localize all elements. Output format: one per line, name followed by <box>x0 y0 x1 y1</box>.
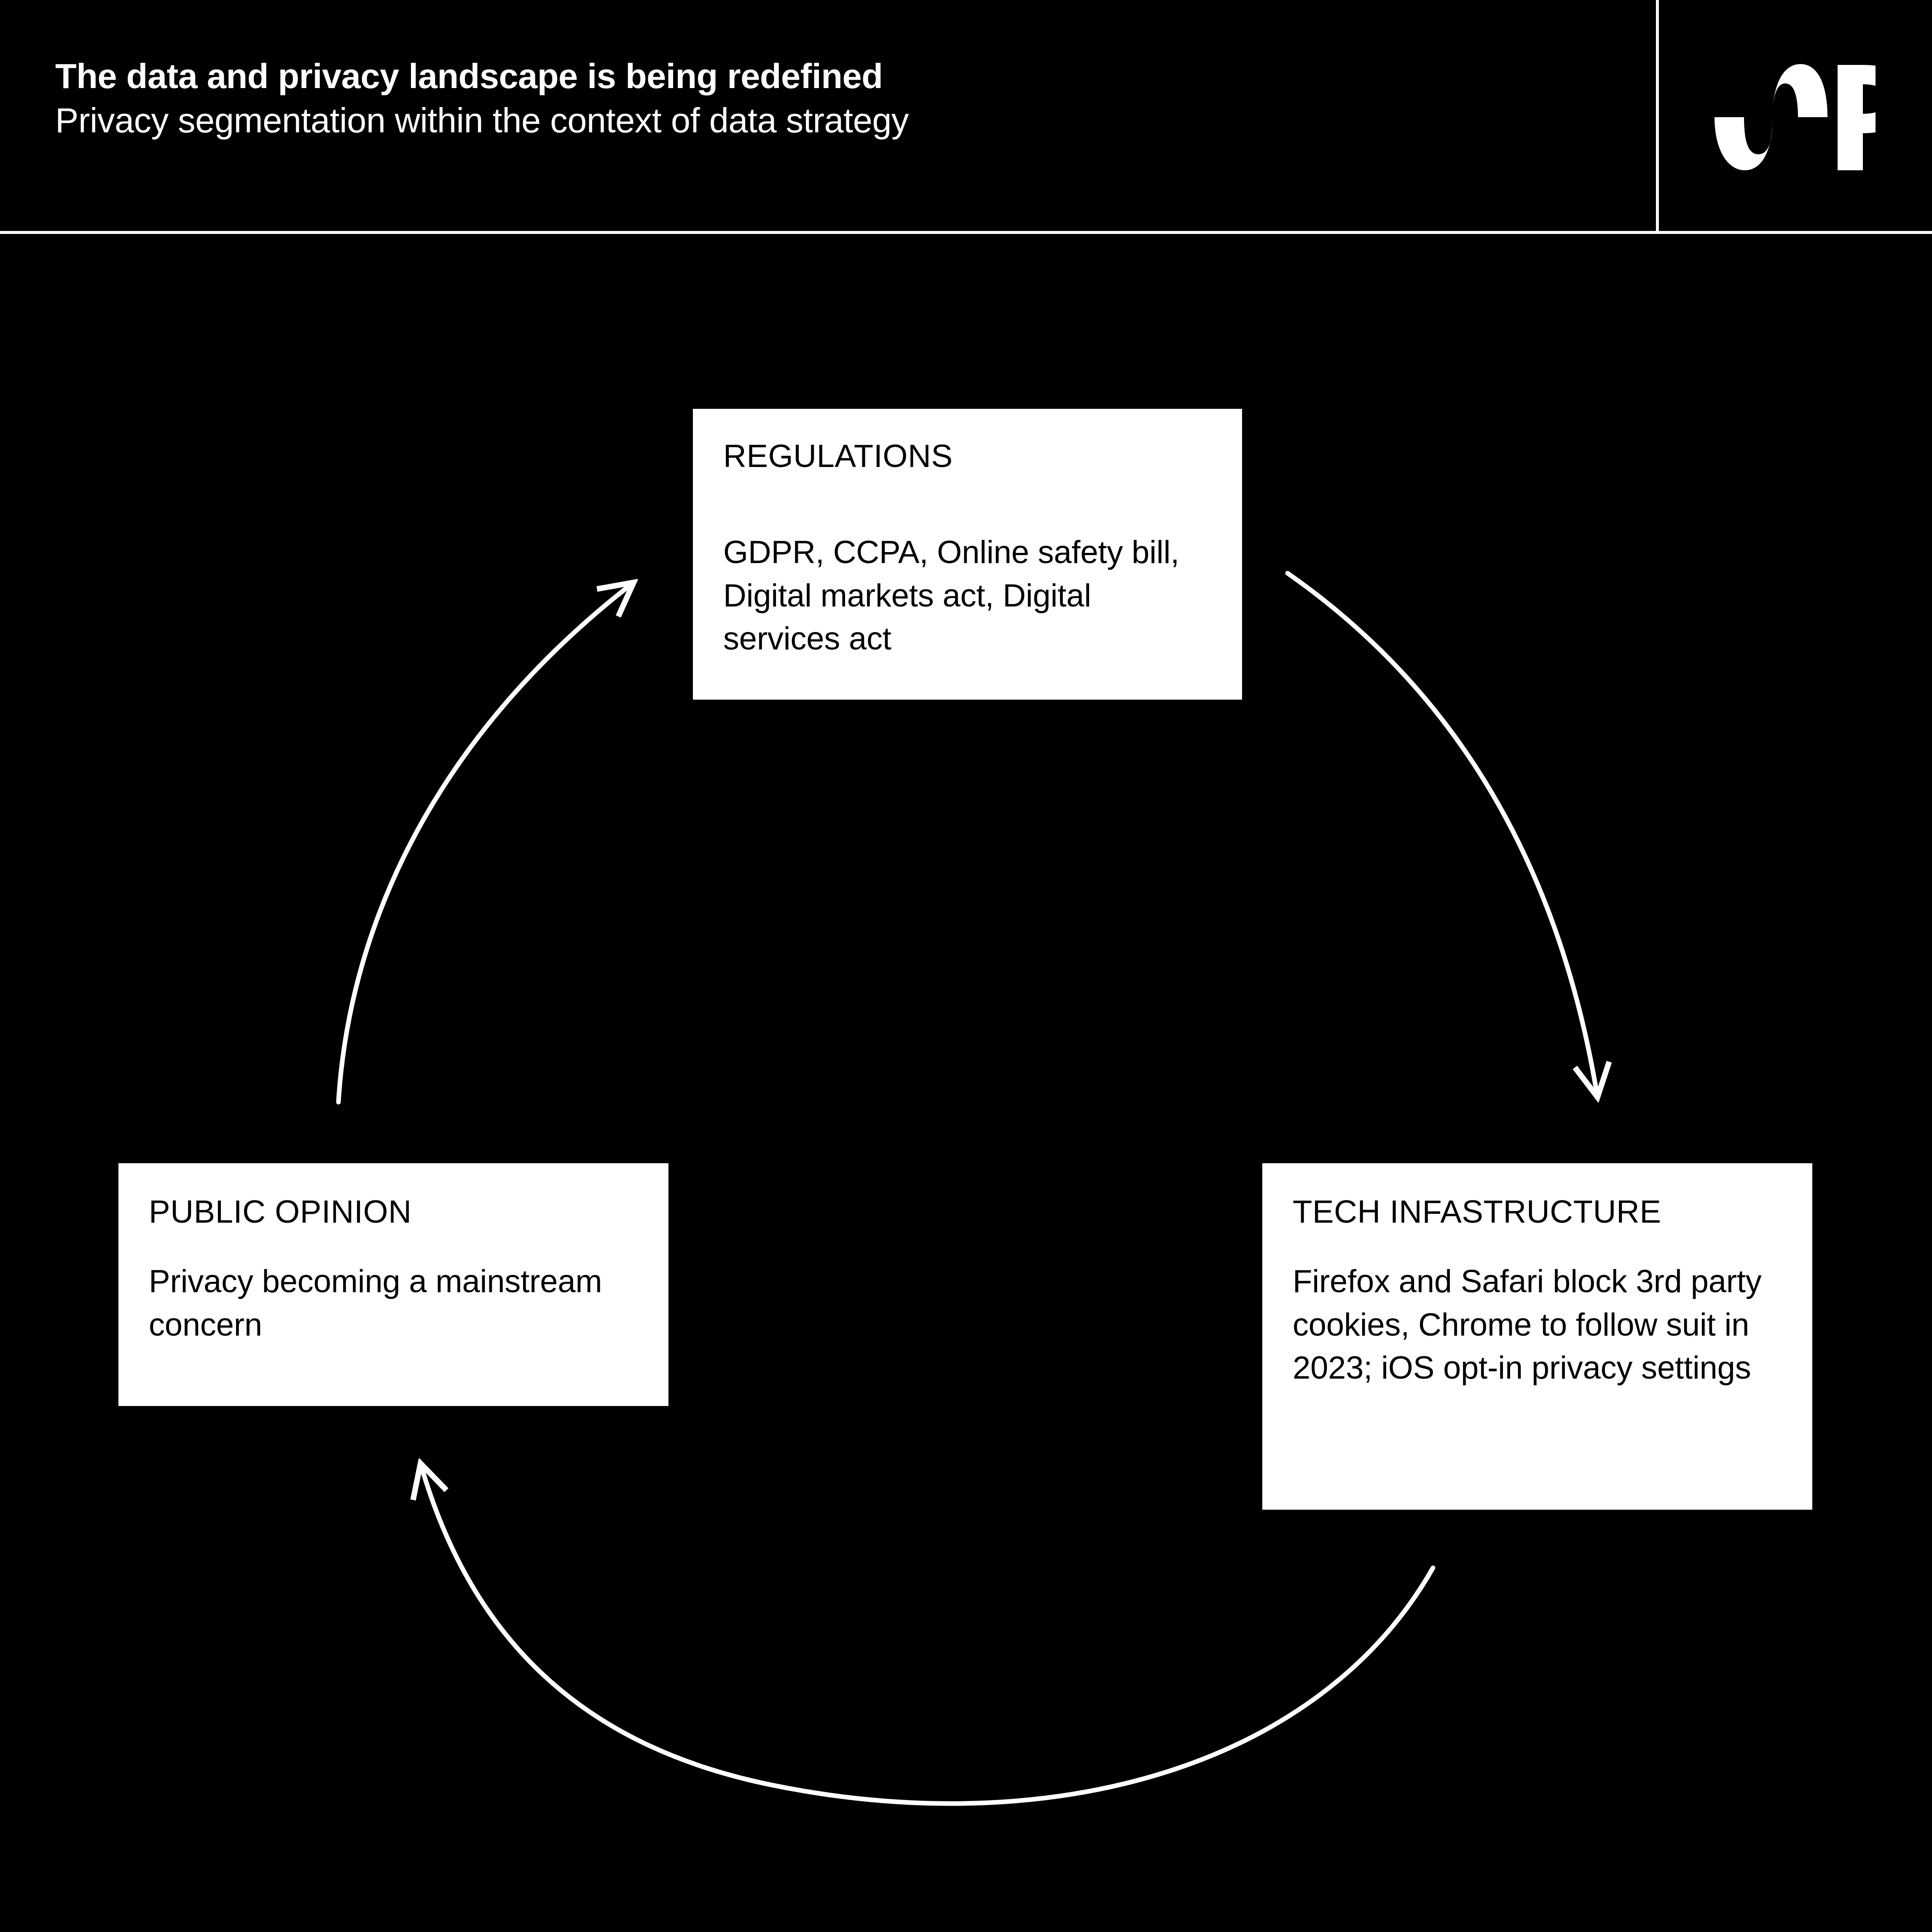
brand-logo-icon <box>1711 59 1909 173</box>
arrow-regulations-to-tech <box>1285 571 1597 1094</box>
page-subtitle: Privacy segmentation within the context … <box>55 101 909 140</box>
header-vertical-divider <box>1656 0 1659 231</box>
slide-header: The data and privacy landscape is being … <box>0 0 1932 234</box>
node-public-opinion[interactable]: PUBLIC OPINION Privacy becoming a mainst… <box>118 1163 668 1406</box>
header-horizontal-divider <box>0 231 1932 234</box>
cycle-arrows-layer <box>336 571 1932 1806</box>
node-regulations[interactable]: REGULATIONS GDPR, CCPA, Online safety bi… <box>693 409 1242 700</box>
node-regulations-body: GDPR, CCPA, Online safety bill, Digital … <box>723 534 1180 657</box>
page-title: The data and privacy landscape is being … <box>55 56 883 96</box>
header-title-block: The data and privacy landscape is being … <box>55 54 1572 143</box>
node-public-opinion-body: Privacy becoming a mainstream concern <box>149 1264 602 1343</box>
arrow-public-opinion-to-regulations <box>336 585 631 1105</box>
node-public-opinion-title: PUBLIC OPINION <box>149 1194 412 1230</box>
node-tech-infastructure-body: Firefox and Safari block 3rd party cooki… <box>1293 1264 1762 1386</box>
node-tech-infastructure[interactable]: TECH INFASTRUCTURE Firefox and Safari bl… <box>1262 1163 1812 1510</box>
node-regulations-title: REGULATIONS <box>723 438 953 474</box>
arrow-tech-to-public-opinion <box>421 1467 1436 1806</box>
node-tech-infastructure-title: TECH INFASTRUCTURE <box>1293 1194 1661 1230</box>
cycle-diagram: REGULATIONS GDPR, CCPA, Online safety bi… <box>0 234 1932 1932</box>
